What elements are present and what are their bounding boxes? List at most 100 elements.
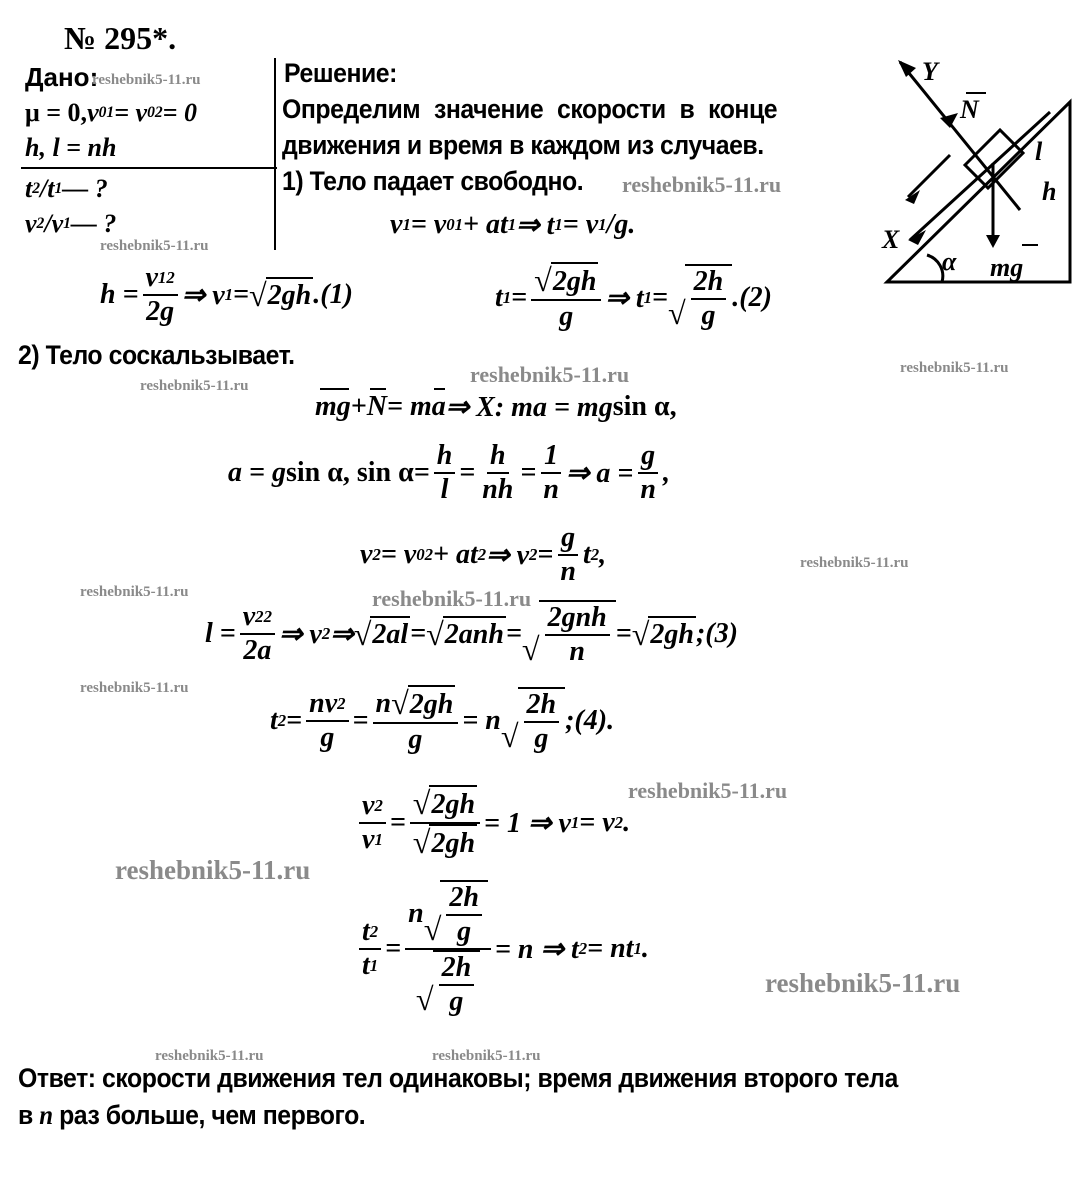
math-text: 2gh xyxy=(431,788,476,820)
math-superscript: 2 xyxy=(263,607,272,626)
math-subscript: 1 xyxy=(554,215,563,234)
math-text: 2h xyxy=(441,952,472,983)
math-text: v xyxy=(145,262,158,293)
math-text: = 0 xyxy=(162,97,197,127)
math-text: h, l = nh xyxy=(25,132,117,162)
watermark: reshebnik5-11.ru xyxy=(800,555,909,571)
math-text: l xyxy=(440,474,449,505)
sqrt-body: 2gh xyxy=(429,824,478,861)
math-text: t xyxy=(25,173,33,203)
sqrt-radical-icon: √ xyxy=(249,276,267,313)
math-text: ⇒ t xyxy=(516,210,555,241)
math-sqrt: √2al xyxy=(353,615,411,653)
math-text: n xyxy=(640,474,656,505)
sqrt-radical-icon: √ xyxy=(668,294,686,331)
sqrt-radical-icon: √ xyxy=(631,615,650,652)
math-text: g xyxy=(559,301,574,332)
math-subscript: 1 xyxy=(157,268,167,287)
math-text: = v xyxy=(380,539,417,570)
math-text: ⇒ v xyxy=(486,540,530,571)
math-text: + at xyxy=(463,209,508,240)
fraction-numerator: 1 xyxy=(541,440,562,474)
math-text: /v xyxy=(44,208,64,238)
fraction-denominator: g xyxy=(446,986,466,1018)
math-text: n xyxy=(408,898,424,929)
case-2-heading: 2) Тело соскальзывает. xyxy=(18,340,295,370)
intro-text: Определим значение скорости в конце xyxy=(282,94,778,124)
math-text: v xyxy=(25,208,37,238)
math-subscript: 2 xyxy=(374,796,383,815)
fraction-denominator: g xyxy=(454,916,474,948)
watermark: reshebnik5-11.ru xyxy=(100,238,209,254)
math-subscript: 2 xyxy=(321,624,331,643)
math-text: = xyxy=(652,281,668,313)
watermark: reshebnik5-11.ru xyxy=(372,586,532,611)
fraction-numerator: g xyxy=(638,440,659,474)
math-subscript: 01 xyxy=(446,215,463,234)
math-text: sin α, xyxy=(612,391,677,422)
math-text: sin α, sin α xyxy=(285,457,414,488)
math-text: 2g xyxy=(146,296,175,327)
math-text: t xyxy=(582,539,591,570)
watermark: reshebnik5-11.ru xyxy=(140,378,249,394)
math-text: = xyxy=(511,281,528,313)
math-subscript: 2 xyxy=(32,179,41,197)
math-text: 2a xyxy=(243,635,272,666)
solution-label: Решение: xyxy=(284,58,397,88)
watermark: reshebnik5-11.ru xyxy=(470,362,630,387)
fraction-denominator: n xyxy=(637,474,659,506)
math-text: 1 xyxy=(544,440,559,471)
gravity-label: mg xyxy=(990,253,1023,282)
math-text: /g. xyxy=(606,209,636,240)
watermark: reshebnik5-11.ru xyxy=(92,72,201,88)
fraction-denominator: l xyxy=(438,474,452,506)
math-text: ⇒ v xyxy=(181,280,225,311)
math-subscript: 2 xyxy=(255,607,264,626)
sqrt-radical-icon: √ xyxy=(426,615,444,652)
math-text: v xyxy=(390,209,403,240)
sqrt-radical-icon: √ xyxy=(353,615,372,652)
math-vector: N xyxy=(366,388,387,422)
math-text: g xyxy=(701,299,716,331)
sqrt-body: 2gh xyxy=(648,615,696,653)
fraction-numerator: √2gh xyxy=(531,262,602,301)
math-text: l = xyxy=(205,618,236,649)
math-text: = nt xyxy=(587,933,634,964)
math-sqrt: √2gh xyxy=(413,785,478,822)
fraction-denominator: g xyxy=(405,724,425,756)
y-axis xyxy=(898,61,1022,211)
math-subscript: 2 xyxy=(277,710,287,730)
math-text: h = xyxy=(100,279,139,310)
problem-number: № 295*. xyxy=(64,20,177,56)
fraction-numerator: 2h xyxy=(438,952,475,986)
math-text: g xyxy=(457,916,472,947)
math-text: nh xyxy=(482,474,514,505)
math-subscript: 1 xyxy=(570,813,580,832)
math-subscript: 2 xyxy=(614,813,624,832)
math-text: /t xyxy=(40,173,55,203)
given-row: h, l = nh xyxy=(25,133,116,163)
math-text: t xyxy=(362,916,370,947)
sqrt-body: 2anh xyxy=(442,615,506,653)
watermark: reshebnik5-11.ru xyxy=(622,172,782,197)
math-text: 2gh xyxy=(650,619,694,650)
math-text: 2gh xyxy=(431,827,476,859)
math-text: = xyxy=(389,807,406,838)
fraction-denominator: g xyxy=(531,723,551,755)
